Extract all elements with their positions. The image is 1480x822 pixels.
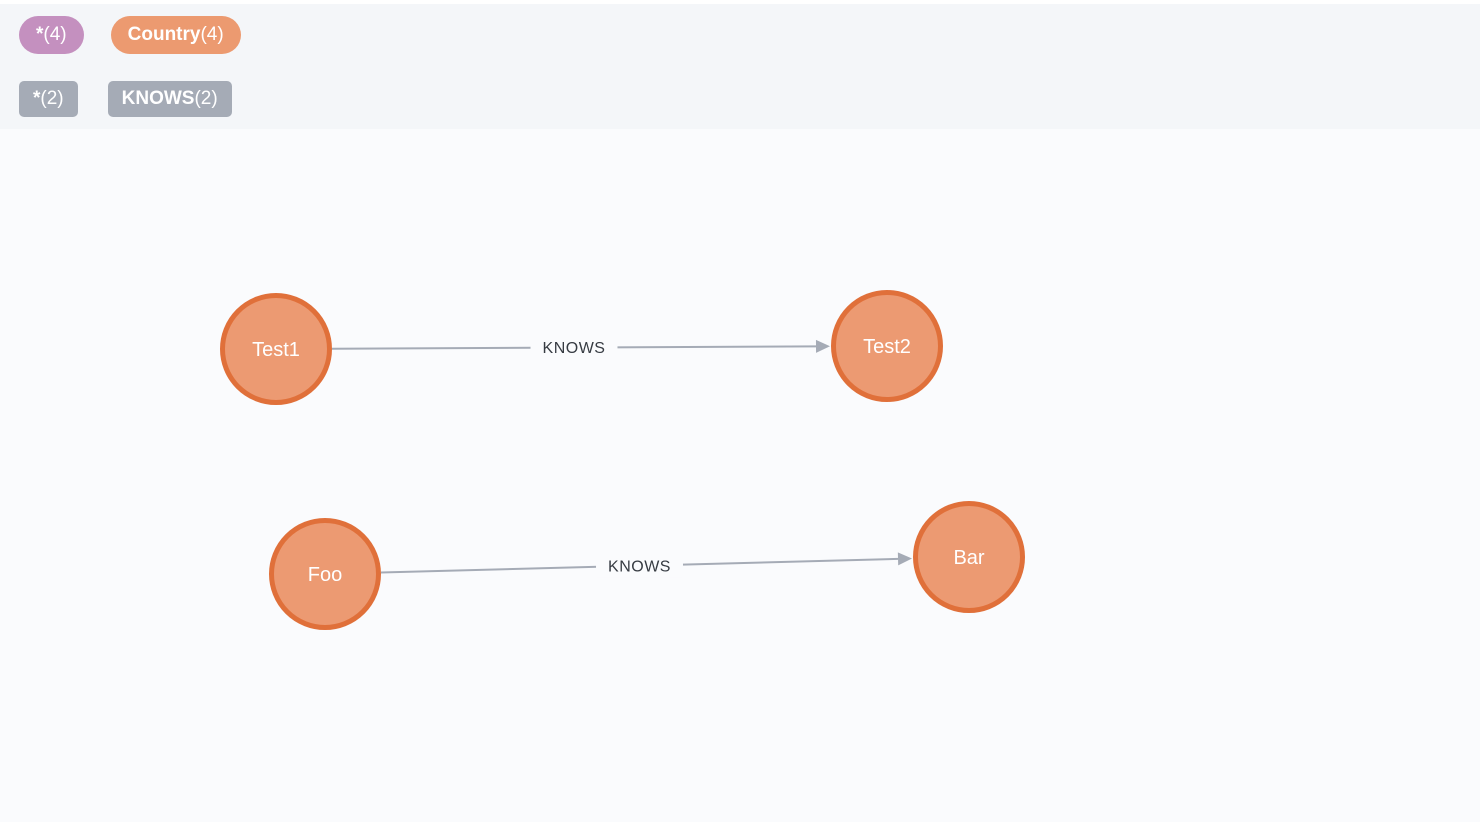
pill-label: * (36, 24, 44, 45)
pill-count: (4) (200, 24, 224, 45)
pill-count: (4) (43, 24, 67, 45)
pill-label: Country (127, 24, 201, 45)
node-circle (220, 293, 332, 405)
node-caption: Bar (953, 547, 984, 569)
node-circle (269, 518, 381, 630)
graph-node-foo[interactable]: Foo (269, 518, 381, 630)
graph-node-bar[interactable]: Bar (913, 501, 1025, 613)
relationship-types-row: *(2) KNOWS(2) (19, 81, 1480, 117)
pill-label: KNOWS (121, 88, 195, 109)
edge-label: KNOWS (608, 558, 671, 575)
node-label-pill-all[interactable]: *(4) (19, 16, 84, 54)
edge-label-backdrop (596, 556, 683, 578)
node-caption: Test2 (863, 336, 911, 358)
node-caption: Test1 (252, 339, 300, 361)
edge-arrowhead-icon (815, 339, 831, 353)
rel-type-pill-knows[interactable]: KNOWS(2) (107, 81, 232, 117)
node-label-pill-country[interactable]: Country(4) (110, 16, 241, 54)
graph-node-test2[interactable]: Test2 (831, 290, 943, 402)
edge-label-backdrop (530, 338, 618, 360)
edge-label: KNOWS (543, 340, 606, 357)
result-summary-bar: *(4) Country(4) *(2) KNOWS(2) (0, 4, 1480, 129)
graph-edge-knows[interactable]: KNOWS (331, 338, 831, 360)
edge-arrowhead-icon (897, 552, 913, 566)
top-strip (0, 0, 1480, 4)
graph-edge-knows[interactable]: KNOWS (380, 552, 913, 578)
rel-type-pill-all[interactable]: *(2) (19, 81, 78, 117)
graph-node-test1[interactable]: Test1 (220, 293, 332, 405)
node-circle (913, 501, 1025, 613)
node-labels-row: *(4) Country(4) (19, 16, 1480, 54)
node-circle (831, 290, 943, 402)
pill-count: (2) (40, 88, 64, 109)
pill-label: * (33, 88, 41, 109)
pill-count: (2) (194, 88, 218, 109)
node-caption: Foo (308, 564, 342, 586)
